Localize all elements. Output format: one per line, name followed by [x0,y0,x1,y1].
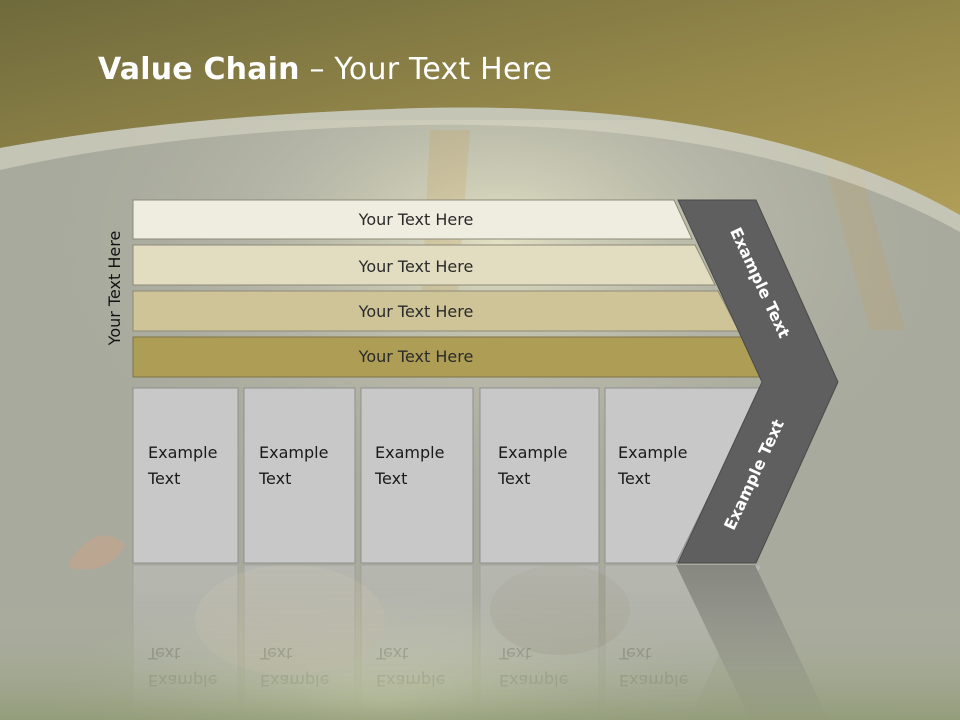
example-box-5[interactable] [604,387,763,564]
reflection-text: Text [147,644,180,663]
reflection-text: Text [259,644,292,663]
bar-2-label: Your Text Here [358,257,474,276]
example-box-2-line1: Example [259,443,328,462]
example-box-5-line1: Example [618,443,687,462]
reflection-text: Text [375,644,408,663]
example-box-2-line2: Text [258,469,291,488]
example-box-3[interactable] [360,387,474,564]
bar-4-label: Your Text Here [358,347,474,366]
example-box-3-line1: Example [375,443,444,462]
title-bold: Value Chain [98,52,300,87]
diagram-reflection: Example Text Example Text Example Text E… [132,564,829,720]
bar-3-label: Your Text Here [358,302,474,321]
example-box-4-line1: Example [498,443,567,462]
reflection-text: Example [499,671,568,690]
page-title: Value Chain – Your Text Here [98,52,552,87]
bar-1[interactable] [132,199,693,240]
bar-2[interactable] [132,244,716,286]
reflection-text: Example [260,671,329,690]
reflection-text: Text [498,644,531,663]
example-box-4-line2: Text [497,469,530,488]
reflection-text: Text [618,644,651,663]
reflection-text: Example [619,671,688,690]
example-box-1[interactable] [132,387,239,564]
example-box-1-line1: Example [148,443,217,462]
example-box-3-line2: Text [374,469,407,488]
reflection-text: Example [376,671,445,690]
example-box-5-line2: Text [617,469,650,488]
title-rest: – Your Text Here [299,52,553,87]
example-box-2[interactable] [243,387,356,564]
example-box-1-line2: Text [147,469,180,488]
chevron-arrow[interactable] [677,199,839,564]
bar-1-label: Your Text Here [358,210,474,229]
example-box-4[interactable] [479,387,600,564]
reflection-text: Example [148,671,217,690]
